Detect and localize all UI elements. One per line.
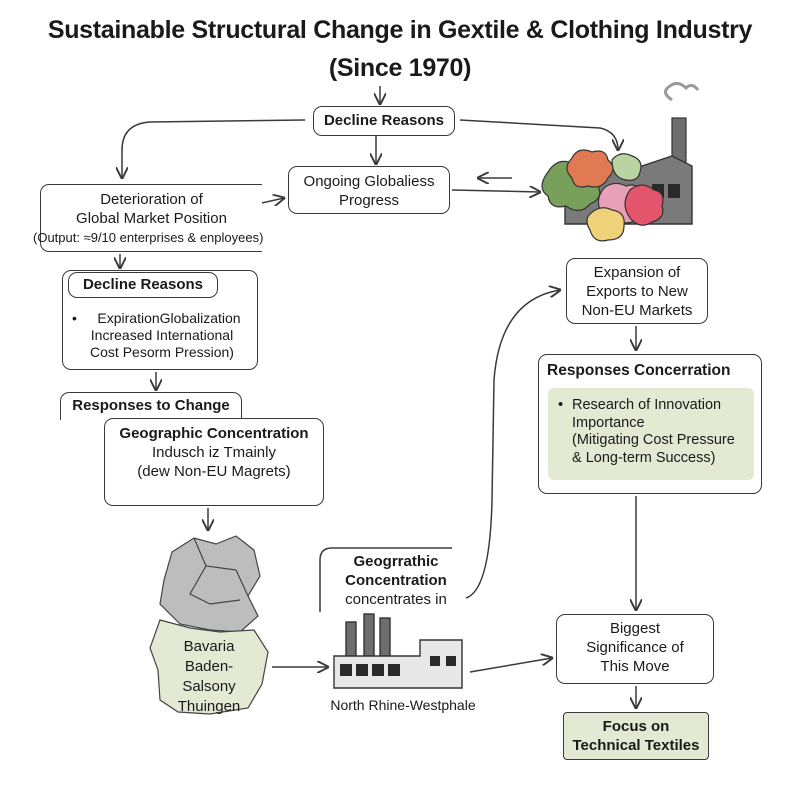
- node-geo-concentration-left: Geographic Concentration Indusch iz Tmai…: [104, 418, 324, 506]
- node-label: Technical Textiles: [572, 737, 700, 754]
- node-responses-bullet: Research of Innovation Importance (Mitig…: [548, 388, 754, 480]
- bullet-text: Increased International: [90, 327, 234, 343]
- geo-mid-bracket: [319, 547, 452, 612]
- node-label: Progress: [338, 192, 400, 209]
- node-label: This Move: [600, 658, 670, 675]
- germany-map-icon: [149, 535, 269, 715]
- diagram-title: Sustainable Structural Change in Gextile…: [47, 16, 753, 44]
- node-label: Significance of: [586, 639, 684, 656]
- node-label: Geographic Concentration: [119, 425, 309, 442]
- arrow-globalization-to-factory: [451, 190, 540, 192]
- region-label: Bavaria: [183, 638, 235, 655]
- nrw-label: North Rhine-Westphale: [330, 697, 476, 713]
- factory-world-icon: [541, 81, 700, 242]
- node-label: Exports to New: [586, 283, 688, 300]
- node-label: concentrates in: [345, 591, 447, 608]
- node-label: Deterioration of: [100, 191, 203, 208]
- node-label: Biggest: [609, 620, 661, 637]
- bullet-text: ExpirationGlobalization: [72, 310, 252, 327]
- map-region-labels: Bavaria Baden- Salsony Thuingen: [164, 637, 254, 717]
- node-label: (dew Non-EU Magrets): [137, 463, 291, 480]
- bullet-text: Research of Innovation: [558, 397, 748, 415]
- node-expansion-exports: Expansion of Exports to New Non-EU Marke…: [566, 258, 708, 324]
- region-label: Salsony: [182, 678, 236, 695]
- node-decline-reasons-top: Decline Reasons: [313, 106, 455, 136]
- node-label: Decline Reasons: [323, 112, 445, 129]
- bullet-text: & Long-term Success): [572, 449, 716, 466]
- node-biggest-significance: Biggest Significance of This Move: [556, 614, 714, 684]
- region-label: Thuingen: [177, 698, 241, 715]
- node-label: Indusch iz Tmainly: [152, 444, 276, 461]
- node-responses-to-change: Responses to Change: [60, 392, 242, 420]
- node-decline-left-heading: Decline Reasons: [68, 272, 218, 298]
- node-label: Decline Reasons: [82, 276, 204, 293]
- node-label: Concentration: [345, 572, 447, 589]
- node-focus-technical-textiles: Focus on Technical Textiles: [563, 712, 709, 760]
- node-label: Ongoing Globaliess: [303, 173, 435, 190]
- node-label: Focus on: [602, 718, 670, 735]
- factory-icon: [333, 613, 463, 689]
- node-label: Global Market Position: [76, 210, 227, 227]
- node-deterioration: Deterioration of Global Market Position …: [33, 184, 263, 252]
- arrow-geo-to-expansion: [465, 290, 560, 599]
- node-label: Geogrrathic: [353, 553, 439, 570]
- node-geo-concentration-mid: Geogrrathic Concentration concentrates i…: [326, 552, 466, 609]
- node-label: Non-EU Markets: [581, 302, 693, 319]
- node-globalization: Ongoing Globaliess Progress: [288, 166, 450, 214]
- node-decline-left-bullet: ExpirationGlobalization Increased Intern…: [72, 310, 252, 361]
- bullet-text: Cost Pesorm Pression): [90, 344, 234, 360]
- region-label: Baden-: [184, 658, 234, 675]
- arrow-decline-to-factory: [459, 119, 618, 150]
- node-label: (Output: ≈9/10 enterprises & enployees): [33, 230, 264, 245]
- node-label: Responses to Change: [72, 397, 230, 414]
- bullet-text: Importance: [572, 414, 645, 431]
- arrow-factory-to-significance: [469, 658, 552, 673]
- bullet-text: (Mitigating Cost Pressure: [572, 432, 735, 448]
- diagram-subtitle: (Since 1970): [328, 54, 472, 82]
- node-label: Expansion of: [593, 264, 681, 281]
- node-label: Responses Concerration: [547, 362, 731, 379]
- arrow-decline-to-deterioration: [122, 119, 306, 178]
